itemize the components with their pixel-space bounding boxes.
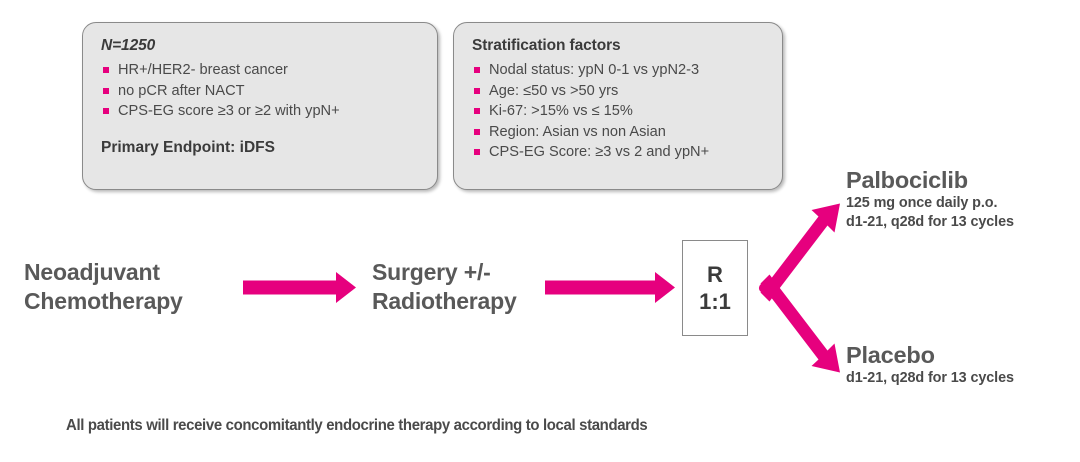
list-item: Nodal status: ypN 0-1 vs ypN2-3 xyxy=(472,60,766,81)
square-bullet-icon xyxy=(474,87,480,94)
stage-surgery-radiotherapy: Surgery +/- Radiotherapy xyxy=(372,258,517,316)
arrow-branch-vertex xyxy=(758,283,769,293)
list-item: CPS-EG Score: ≥3 vs 2 and ypN+ xyxy=(472,142,766,163)
list-item: CPS-EG score ≥3 or ≥2 with ypN+ xyxy=(101,101,421,122)
arm-placebo-name: Placebo xyxy=(846,342,935,368)
list-item-label: CPS-EG Score: ≥3 vs 2 and ypN+ xyxy=(489,144,710,160)
arrow-randomization-to-placebo xyxy=(760,274,840,373)
list-item-label: Ki-67: >15% vs ≤ 15% xyxy=(489,103,633,119)
randomization-ratio: 1:1 xyxy=(699,289,731,314)
stage-surgery-line-2: Radiotherapy xyxy=(372,288,517,314)
footer-note: All patients will receive concomitantly … xyxy=(66,417,648,434)
primary-endpoint-label: Primary Endpoint: iDFS xyxy=(101,138,275,156)
stratification-box: Stratification factors Nodal status: ypN… xyxy=(453,22,783,190)
arm-placebo-schedule: d1-21, q28d for 13 cycles xyxy=(846,370,1014,386)
stage-neoadjuvant-line-1: Neoadjuvant xyxy=(24,259,160,285)
stratification-box-title: Stratification factors xyxy=(472,37,621,54)
arrow-neoadjuvant-to-surgery xyxy=(243,272,356,303)
stage-neoadjuvant-chemotherapy: Neoadjuvant Chemotherapy xyxy=(24,258,183,316)
stratification-factors-list: Nodal status: ypN 0-1 vs ypN2-3 Age: ≤50… xyxy=(472,60,766,163)
population-criteria-list: HR+/HER2- breast cancer no pCR after NAC… xyxy=(101,60,421,122)
randomization-letter: R xyxy=(707,262,723,287)
list-item: HR+/HER2- breast cancer xyxy=(101,60,421,81)
stage-neoadjuvant-line-2: Chemotherapy xyxy=(24,288,183,314)
square-bullet-icon xyxy=(474,67,480,73)
population-box-title: N=1250 xyxy=(101,37,156,54)
list-item-label: Age: ≤50 vs >50 yrs xyxy=(489,82,619,99)
treatment-arm-palbociclib: Palbociclib 125 mg once daily p.o. d1-21… xyxy=(846,166,1014,231)
list-item: Age: ≤50 vs >50 yrs xyxy=(472,81,766,102)
square-bullet-icon xyxy=(103,87,109,94)
list-item: Ki-67: >15% vs ≤ 15% xyxy=(472,101,766,122)
square-bullet-icon xyxy=(103,67,109,73)
square-bullet-icon xyxy=(474,108,480,114)
list-item-label: Region: Asian vs non Asian xyxy=(489,123,666,140)
list-item-label: HR+/HER2- breast cancer xyxy=(118,62,288,78)
list-item-label: no pCR after NACT xyxy=(118,82,245,99)
population-box: N=1250 HR+/HER2- breast cancer no pCR af… xyxy=(82,22,438,190)
treatment-arm-placebo: Placebo d1-21, q28d for 13 cycles xyxy=(846,341,1014,388)
square-bullet-icon xyxy=(474,149,480,155)
list-item: Region: Asian vs non Asian xyxy=(472,122,766,143)
randomization-box: R 1:1 xyxy=(682,240,748,336)
stage-surgery-line-1: Surgery +/- xyxy=(372,259,491,285)
arm-palbociclib-schedule: d1-21, q28d for 13 cycles xyxy=(846,213,1014,230)
list-item: no pCR after NACT xyxy=(101,81,421,102)
arrow-randomization-to-palbociclib xyxy=(760,203,840,302)
square-bullet-icon xyxy=(474,128,480,135)
list-item-label: Nodal status: ypN 0-1 vs ypN2-3 xyxy=(489,62,700,78)
arm-palbociclib-name: Palbociclib xyxy=(846,167,968,193)
arm-palbociclib-dose: 125 mg once daily p.o. xyxy=(846,195,998,211)
arrow-surgery-to-randomization xyxy=(545,272,675,303)
square-bullet-icon xyxy=(103,108,109,114)
list-item-label: CPS-EG score ≥3 or ≥2 with ypN+ xyxy=(118,103,340,119)
